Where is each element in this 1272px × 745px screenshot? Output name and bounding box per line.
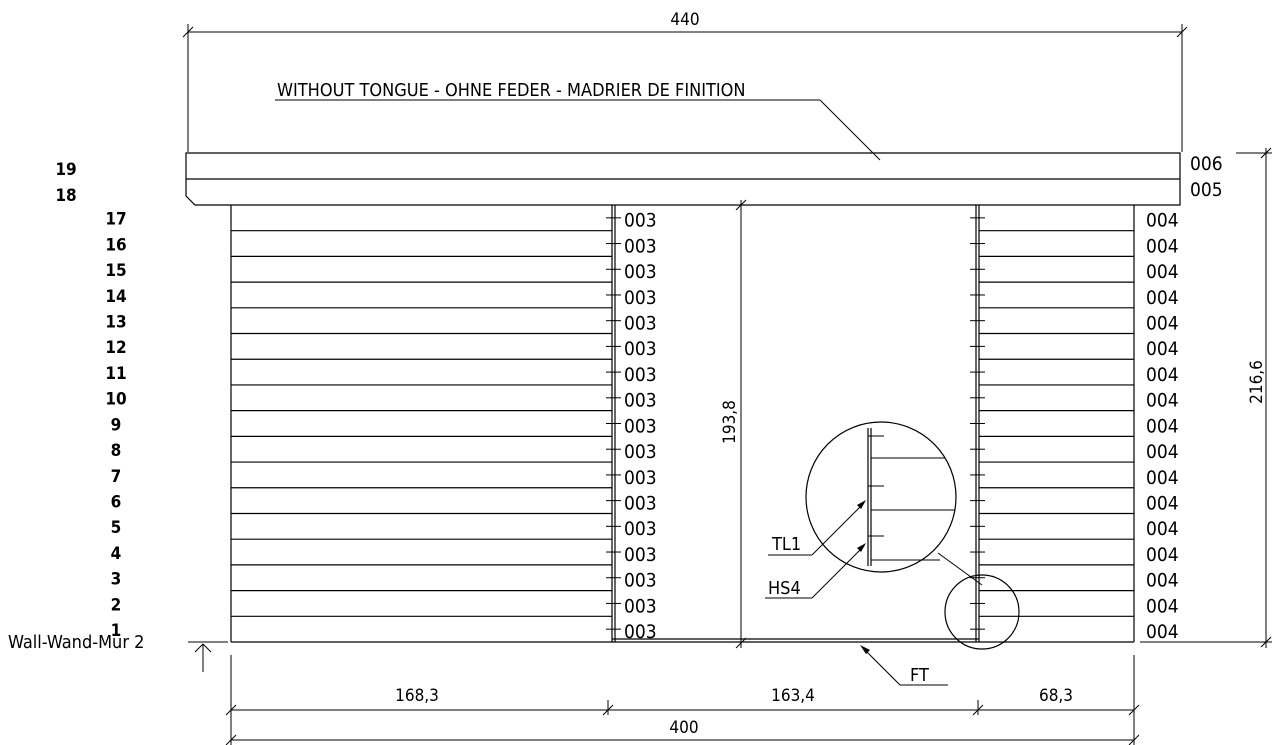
right-code: 004 (1146, 441, 1179, 463)
wall-body (230, 205, 1135, 643)
ft-label: FT (910, 665, 929, 686)
plank-lines (231, 230, 1134, 617)
right-code: 004 (1146, 415, 1179, 437)
row-number: 9 (111, 415, 122, 435)
left-code: 003 (624, 595, 657, 617)
ft-leader: FT (860, 645, 948, 686)
top-planks (185, 152, 1181, 206)
left-code: 003 (624, 518, 657, 540)
left-codes: 003 003 003 003 003 003 003 003 003 003 003 003 003 0… (624, 210, 657, 643)
segment-3-label: 68,3 (1039, 686, 1073, 706)
bottom-segment-dimensions: 168,3 163,4 68,3 (225, 655, 1140, 745)
row-number: 3 (111, 570, 122, 590)
row-number: 4 (111, 544, 122, 564)
row-number: 7 (111, 467, 122, 487)
right-codes: 004 004 004 004 004 004 004 004 004 004 004 004 004 0… (1146, 210, 1179, 643)
right-code: 004 (1146, 313, 1179, 335)
row-number: 14 (105, 287, 126, 307)
right-code: 004 (1146, 338, 1179, 360)
left-code: 003 (624, 364, 657, 386)
opening-height-label: 193,8 (720, 400, 740, 444)
hs4-leader: HS4 (765, 543, 866, 599)
segment-1-label: 168,3 (395, 686, 439, 706)
left-code: 003 (624, 415, 657, 437)
left-code: 003 (624, 441, 657, 463)
finishing-plank-note-text: WITHOUT TONGUE - OHNE FEDER - MADRIER DE… (277, 80, 746, 101)
opening-height-dimension: 193,8 (720, 199, 747, 649)
left-code: 003 (624, 467, 657, 489)
right-code: 004 (1146, 390, 1179, 412)
total-height-label: 216,6 (1247, 360, 1267, 404)
code-row-18: 005 (1190, 179, 1223, 201)
row-number: 10 (105, 390, 126, 410)
right-code: 004 (1146, 570, 1179, 592)
right-code: 004 (1146, 235, 1179, 257)
total-height-dimension: 216,6 (1140, 147, 1272, 648)
right-code: 004 (1146, 261, 1179, 283)
detail-callout-circle (805, 421, 1020, 650)
left-code: 003 (624, 492, 657, 514)
right-code: 004 (1146, 492, 1179, 514)
row-number: 2 (111, 595, 122, 615)
wall-base-marker: Wall-Wand-Mur 2 (8, 632, 228, 672)
right-code: 004 (1146, 210, 1179, 232)
row-number: 8 (111, 441, 122, 461)
segment-2-label: 163,4 (771, 686, 815, 706)
row-number: 11 (105, 364, 126, 384)
row-number: 18 (55, 186, 76, 206)
row-number: 5 (111, 518, 122, 538)
left-code: 003 (624, 570, 657, 592)
left-code: 003 (624, 313, 657, 335)
bottom-total-label: 400 (669, 718, 698, 738)
row-number: 12 (105, 338, 126, 358)
left-code: 003 (624, 338, 657, 360)
hs4-label: HS4 (768, 578, 801, 599)
row-number: 13 (105, 313, 126, 333)
left-code: 003 (624, 390, 657, 412)
row-number: 17 (105, 210, 126, 230)
code-row-19: 006 (1190, 153, 1223, 175)
right-code: 004 (1146, 621, 1179, 643)
top-dimension: 440 (182, 10, 1188, 152)
right-code: 004 (1146, 595, 1179, 617)
right-code: 004 (1146, 544, 1179, 566)
left-code: 003 (624, 544, 657, 566)
row-number: 1 (111, 621, 122, 641)
left-code: 003 (624, 235, 657, 257)
left-code: 003 (624, 621, 657, 643)
row-number: 15 (105, 261, 126, 281)
left-code: 003 (624, 261, 657, 283)
finishing-plank-note: WITHOUT TONGUE - OHNE FEDER - MADRIER DE… (275, 80, 881, 161)
plank-ticks (606, 217, 985, 630)
tl1-label: TL1 (771, 534, 801, 555)
top-width-label: 440 (670, 10, 699, 30)
row-number: 16 (105, 235, 126, 255)
row-number: 6 (111, 492, 122, 512)
right-code: 004 (1146, 287, 1179, 309)
right-code: 004 (1146, 364, 1179, 386)
left-code: 003 (624, 210, 657, 232)
right-code: 004 (1146, 518, 1179, 540)
wall-label: Wall-Wand-Mur 2 (8, 632, 144, 653)
bottom-total-dimension: 400 (225, 718, 1140, 745)
right-code: 004 (1146, 467, 1179, 489)
left-code: 003 (624, 287, 657, 309)
row-number: 19 (55, 160, 76, 180)
tl1-leader: TL1 (768, 500, 866, 556)
